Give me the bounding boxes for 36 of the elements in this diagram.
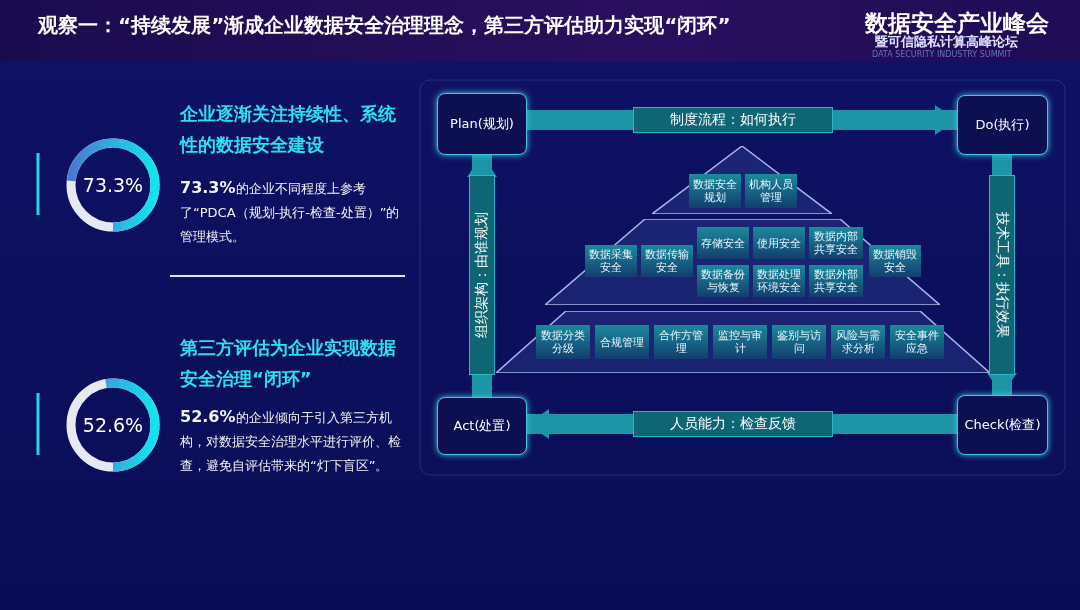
item-box: 安全事件应急 bbox=[890, 325, 944, 359]
item-box: 存储安全 bbox=[697, 227, 749, 259]
edge-label: 组织架构：由谁规划 bbox=[469, 175, 495, 375]
item-box: 监控与审计 bbox=[713, 325, 767, 359]
stage-box: Plan(规划) bbox=[437, 93, 527, 155]
stage-box: Act(处置) bbox=[437, 397, 527, 455]
pyramid-tier bbox=[545, 219, 940, 305]
edge-label: 人员能力：检查反馈 bbox=[633, 411, 833, 437]
item-box: 风险与需求分析 bbox=[831, 325, 885, 359]
stage-box: Check(检查) bbox=[957, 395, 1048, 455]
item-box: 数据备份与恢复 bbox=[697, 265, 749, 297]
pyramid-tier bbox=[652, 146, 832, 214]
item-box: 数据安全规划 bbox=[689, 174, 741, 208]
item-box: 数据采集安全 bbox=[585, 245, 637, 277]
paragraph: 73.3%的企业不同程度上参考了“PDCA（规划-执行-检查-处置）”的管理模式。 bbox=[180, 177, 401, 246]
item-box: 机构人员管理 bbox=[745, 174, 797, 208]
pyramid-tier bbox=[496, 311, 990, 373]
title: 观察一：“持续发展”渐成企业数据安全治理理念，第三方评估助力实现“闭环” bbox=[38, 12, 732, 39]
edge-label: 制度流程：如何执行 bbox=[633, 107, 833, 133]
heading: 第三方评估为企业实现数据安全治理“闭环” bbox=[180, 336, 397, 391]
event-subtitle: 暨可信隐私计算高峰论坛 bbox=[875, 34, 1018, 50]
heading: 企业逐渐关注持续性、系统性的数据安全建设 bbox=[180, 102, 397, 157]
stage-box: Do(执行) bbox=[957, 95, 1048, 155]
item-box: 数据内部共享安全 bbox=[809, 227, 863, 259]
item-box: 使用安全 bbox=[753, 227, 805, 259]
event-tagline: DATA SECURITY INDUSTRY SUMMIT bbox=[872, 50, 1013, 61]
item-box: 数据销毁安全 bbox=[869, 245, 921, 277]
item-box: 鉴别与访问 bbox=[772, 325, 826, 359]
item-box: 数据处理环境安全 bbox=[753, 265, 805, 297]
item-box: 数据分类分级 bbox=[536, 325, 590, 359]
item-box: 合作方管理 bbox=[654, 325, 708, 359]
paragraph: 52.6%的企业倾向于引入第三方机构，对数据安全治理水平进行评价、检查，避免自评估带来的“灯下盲区”。 bbox=[180, 406, 402, 475]
edge-label: 技术工具：执行效果 bbox=[989, 175, 1015, 375]
item-box: 数据外部共享安全 bbox=[809, 265, 863, 297]
item-box: 数据传输安全 bbox=[641, 245, 693, 277]
item-box: 合规管理 bbox=[595, 325, 649, 359]
